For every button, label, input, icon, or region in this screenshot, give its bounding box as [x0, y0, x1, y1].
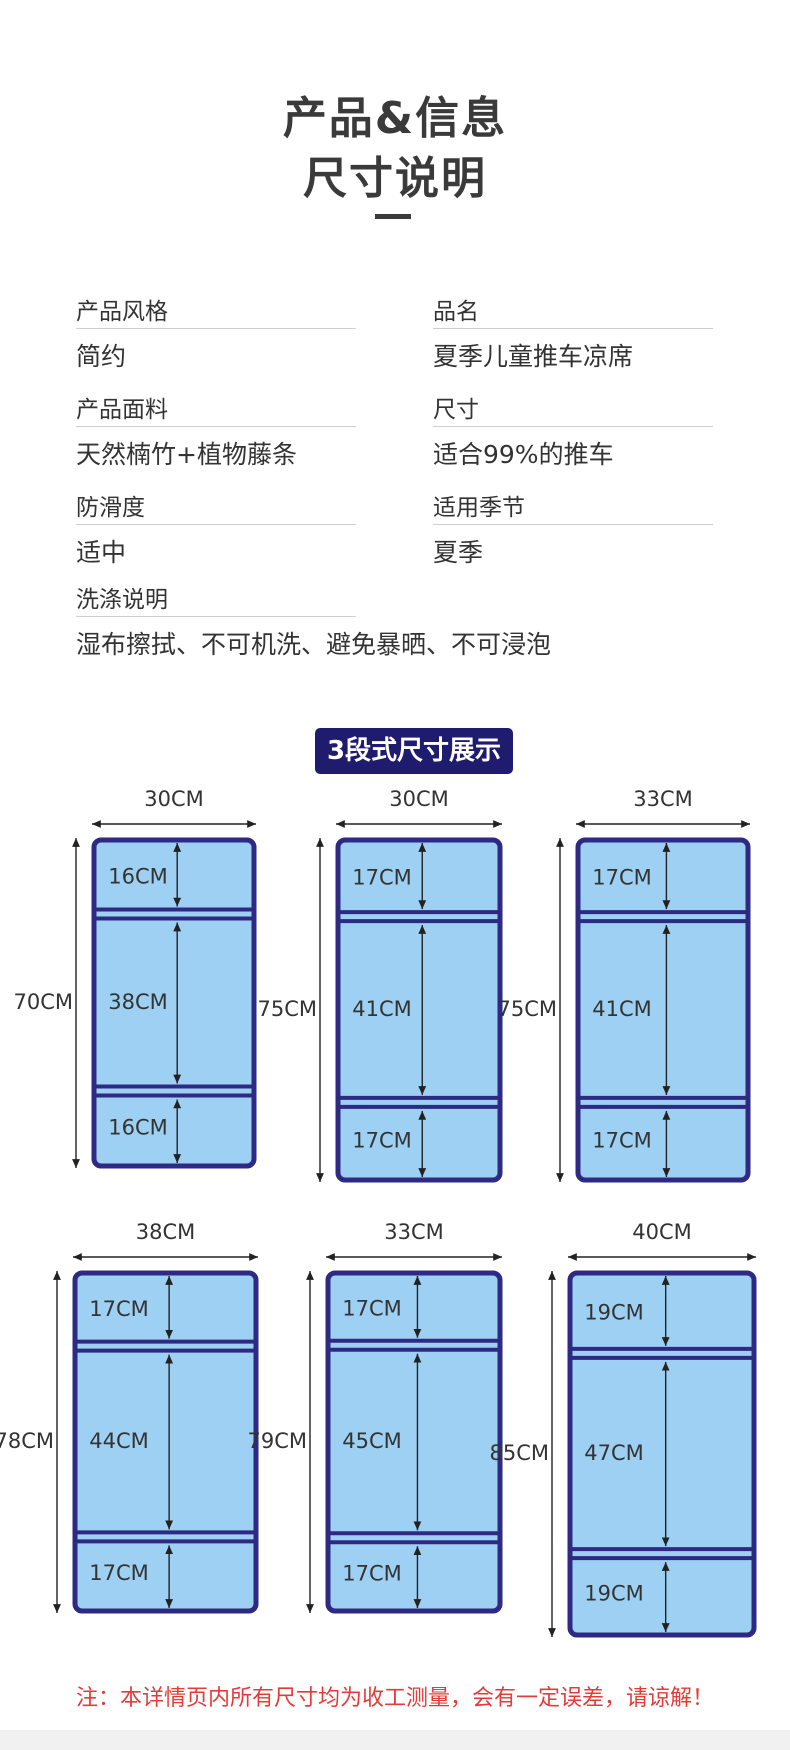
segment-label: 17CM [352, 1128, 412, 1152]
spec-size: 尺寸 适合99%的推车 [433, 390, 713, 471]
spec-style: 产品风格 简约 [76, 292, 356, 373]
spec-value: 天然楠竹+植物藤条 [76, 440, 297, 469]
page-title-line2: 尺寸说明 [303, 153, 487, 204]
spec-product-name: 品名 夏季儿童推车凉席 [433, 292, 713, 373]
spec-label: 品名 [433, 292, 713, 329]
page-title-line1: 产品&信息 [282, 93, 508, 144]
segment-label: 41CM [352, 997, 412, 1021]
length-label: 75CM [497, 997, 557, 1021]
spec-value: 夏季 [433, 538, 484, 567]
segment-label: 17CM [592, 866, 652, 890]
width-label: 30CM [389, 787, 449, 811]
width-label: 40CM [632, 1220, 692, 1244]
length-label: 78CM [0, 1429, 54, 1453]
width-label: 33CM [633, 787, 693, 811]
spec-anti-slip: 防滑度 适中 [76, 488, 356, 569]
spec-value: 简约 [76, 342, 127, 371]
spec-label: 防滑度 [76, 488, 356, 525]
segment-label: 17CM [352, 866, 412, 890]
spec-label: 产品风格 [76, 292, 356, 329]
width-label: 30CM [144, 787, 204, 811]
segment-label: 41CM [592, 997, 652, 1021]
spec-label: 洗涤说明 [76, 580, 356, 617]
spec-value: 适合99%的推车 [433, 440, 614, 469]
segment-label: 47CM [584, 1441, 644, 1465]
segment-label: 17CM [89, 1561, 149, 1585]
segment-label: 17CM [342, 1562, 402, 1586]
length-label: 75CM [257, 997, 317, 1021]
segment-label: 45CM [342, 1429, 402, 1453]
spec-season: 适用季节 夏季 [433, 488, 713, 569]
title-divider [375, 214, 411, 219]
measurement-note: 注：本详情页内所有尺寸均为收工测量，会有一定误差，请谅解！ [75, 1686, 714, 1711]
segment-label: 17CM [592, 1128, 652, 1152]
footer-strip [0, 1730, 790, 1750]
segment-label: 16CM [108, 864, 168, 888]
section-badge: 3段式尺寸展示 [315, 728, 513, 774]
spec-label: 产品面料 [76, 390, 356, 427]
segment-label: 16CM [108, 1116, 168, 1140]
spec-value: 适中 [76, 538, 127, 567]
spec-material: 产品面料 天然楠竹+植物藤条 [76, 390, 356, 471]
segment-label: 38CM [108, 990, 168, 1014]
segment-label: 19CM [584, 1582, 644, 1606]
spec-value: 夏季儿童推车凉席 [433, 342, 634, 371]
segment-label: 17CM [89, 1297, 149, 1321]
segment-label: 19CM [584, 1300, 644, 1324]
spec-label: 尺寸 [433, 390, 713, 427]
width-label: 33CM [384, 1220, 444, 1244]
length-label: 70CM [13, 990, 73, 1014]
width-label: 38CM [136, 1220, 196, 1244]
spec-label: 适用季节 [433, 488, 713, 525]
length-label: 85CM [489, 1441, 549, 1465]
segment-label: 44CM [89, 1429, 149, 1453]
length-label: 79CM [247, 1429, 307, 1453]
segment-label: 17CM [342, 1296, 402, 1320]
